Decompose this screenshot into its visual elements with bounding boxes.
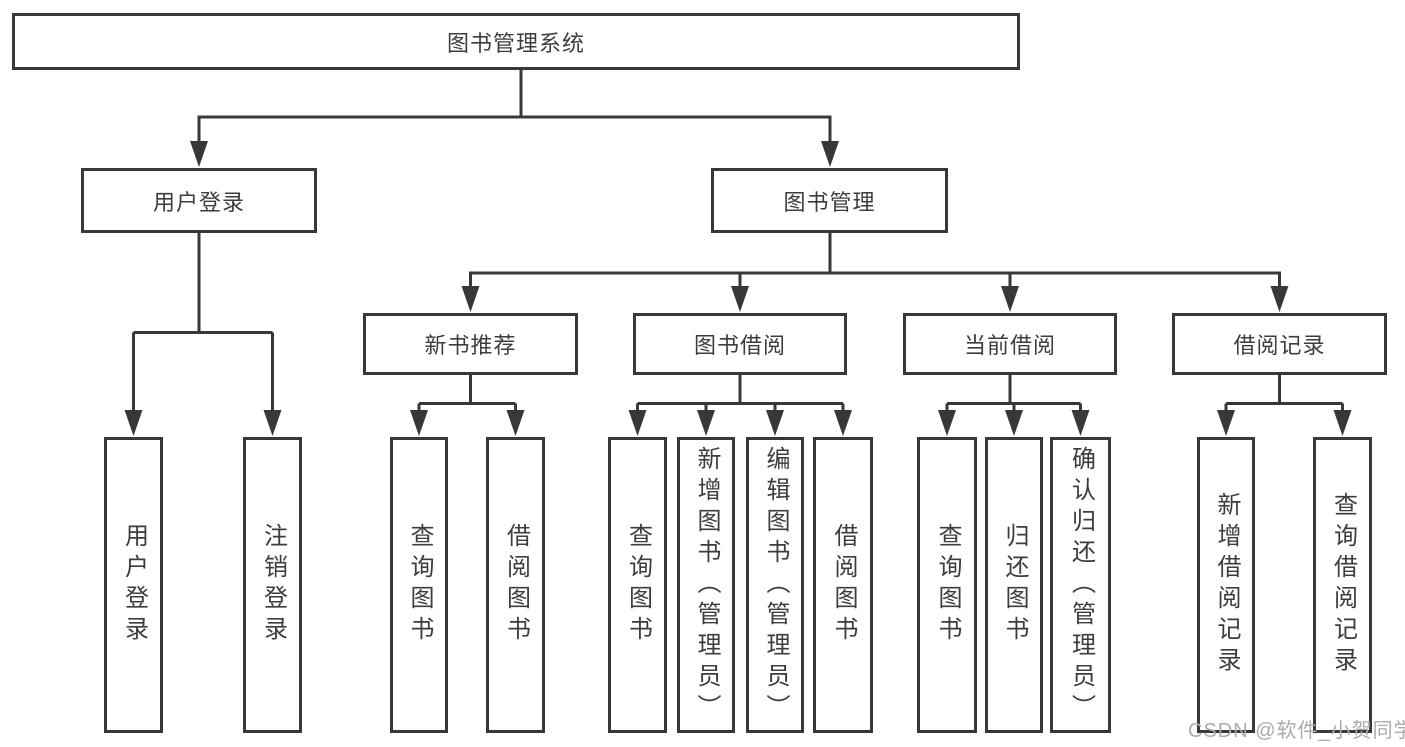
leaf-label: 借阅图书 (502, 523, 530, 647)
node-label: 用户登录 (152, 189, 245, 215)
node-label: 新书推荐 (424, 333, 517, 358)
leaf-user-login: 用户登录 (104, 437, 163, 733)
leaf-label: 新增借阅记录 (1213, 492, 1240, 678)
node-book-borrowing: 图书借阅 (633, 313, 847, 375)
leaf-label: 查询图书 (934, 523, 961, 647)
leaf-label: 查询图书 (406, 523, 433, 647)
leaf-borrow-books-recommend: 借阅图书 (486, 437, 545, 733)
node-library-management-system: 图书管理系统 (12, 13, 1020, 70)
connector-borrowing-records-bracket (1224, 375, 1344, 414)
node-book-management: 图书管理 (711, 168, 948, 233)
leaf-query-books-current: 查询图书 (917, 437, 977, 733)
node-user-login: 用户登录 (81, 168, 317, 233)
arrowheads-level3 (461, 286, 1289, 312)
node-label: 图书管理 (783, 189, 876, 215)
connector-new-book-bracket (417, 375, 517, 414)
leaf-query-borrow-record: 查询借阅记录 (1313, 437, 1372, 733)
csdn-watermark: CSDN @软件_小贺同学 (1188, 720, 1405, 742)
arrowheads-user-login-leaves (124, 410, 282, 436)
node-new-book-recommend: 新书推荐 (363, 313, 578, 375)
leaf-query-books-borrowing: 查询图书 (608, 437, 667, 733)
leaf-return-books: 归还图书 (985, 437, 1043, 733)
leaf-label: 用户登录 (120, 523, 148, 647)
leaf-add-books-admin: 新增图书（管理员） (677, 437, 735, 733)
leaf-label: 借阅图书 (830, 523, 857, 647)
leaf-query-books-recommend: 查询图书 (390, 437, 448, 733)
leaf-label: 注销登录 (259, 523, 287, 647)
connector-book-management-branch (469, 233, 1281, 291)
leaf-label: 新增图书（管理员） (693, 445, 720, 725)
leaf-label: 归还图书 (1001, 523, 1028, 647)
leaf-label: 确认归还（管理员） (1067, 445, 1095, 725)
node-current-borrowing: 当前借阅 (903, 313, 1117, 375)
connector-root-to-level2 (197, 70, 832, 146)
node-label: 当前借阅 (963, 333, 1056, 358)
arrowheads-level2 (190, 141, 839, 167)
connector-book-borrowing-bracket (636, 375, 845, 414)
leaf-logout: 注销登录 (243, 437, 302, 733)
arrowheads-leaves (410, 410, 1352, 436)
connector-current-borrowing-bracket (945, 375, 1082, 414)
leaf-confirm-return-admin: 确认归还（管理员） (1050, 437, 1111, 733)
leaf-borrow-books: 借阅图书 (813, 437, 873, 733)
leaf-add-borrow-record: 新增借阅记录 (1197, 437, 1255, 733)
node-borrowing-records: 借阅记录 (1172, 313, 1387, 375)
connector-user-login-branch (132, 233, 274, 414)
leaf-label: 查询图书 (624, 523, 652, 647)
leaf-label: 编辑图书（管理员） (762, 445, 789, 725)
node-label: 图书借阅 (693, 333, 786, 358)
node-label: 借阅记录 (1233, 333, 1326, 358)
leaf-edit-books-admin: 编辑图书（管理员） (746, 437, 804, 733)
leaf-label: 查询借阅记录 (1329, 492, 1357, 678)
node-label: 图书管理系统 (446, 30, 585, 56)
